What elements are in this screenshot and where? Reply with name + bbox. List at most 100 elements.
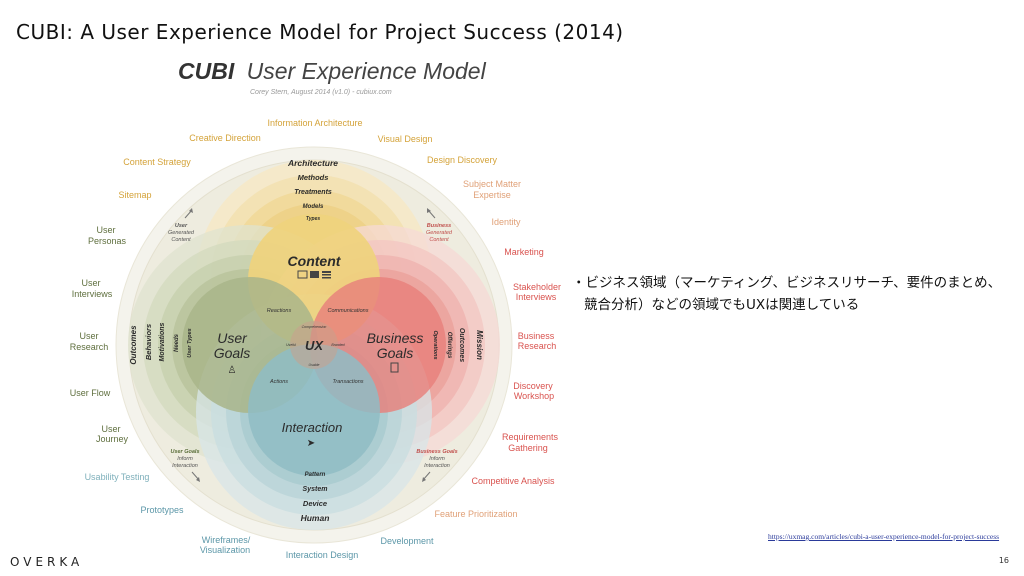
flow-business-generated: Business Generated Content [426, 208, 453, 243]
layer-device: Device [303, 499, 327, 508]
outer-user-flow: User Flow [70, 388, 111, 398]
diagram-heading: CUBI User Experience Model [178, 58, 487, 84]
layer-system: System [303, 486, 328, 493]
layer-offerings: Offerings [446, 332, 452, 359]
ux-center [290, 321, 338, 369]
outer-identity: Identity [491, 217, 521, 227]
outer-design-discovery: Design Discovery [427, 155, 498, 165]
content-icons [297, 270, 331, 279]
layer-human: Human [301, 513, 330, 523]
layer-mission: Mission [475, 330, 484, 360]
outer-wireframes-1: Wireframes/ [202, 535, 251, 545]
overlap-transactions: Transactions [332, 379, 363, 385]
flow-user-goals-inform: User Goals Inform Interaction [170, 449, 200, 482]
outer-usability-testing: Usability Testing [85, 472, 150, 482]
outer-business-research-1: Business [518, 331, 555, 341]
outer-creative-direction: Creative Direction [189, 133, 261, 143]
overlap-reactions: Reactions [267, 308, 292, 314]
ux-label: UX [305, 338, 324, 353]
outer-user-personas-2: Personas [88, 236, 127, 246]
cursor-icon: ➤ [307, 438, 315, 449]
outer-marketing: Marketing [504, 247, 544, 257]
outer-information-architecture: Information Architecture [267, 118, 362, 128]
source-link[interactable]: https://uxmag.com/articles/cubi-a-user-e… [768, 532, 1000, 541]
outer-competitive-analysis: Competitive Analysis [471, 476, 555, 486]
outer-user-personas-1: User [96, 225, 115, 235]
user-goals-label-2: Goals [214, 345, 251, 361]
overlap-useful: Useful [286, 343, 296, 347]
person-icon: ♙ [228, 365, 237, 376]
outer-subject-matter-2: Expertise [473, 190, 511, 200]
diagram-byline: Corey Stern, August 2014 (v1.0) - cubiux… [250, 89, 392, 96]
svg-text:Business Goals: Business Goals [416, 449, 457, 455]
bullet-line-2: 競合分析）などの領域でもUXは関連している [584, 297, 860, 313]
bullet-line-1: ・ビジネス領域（マーケティング、ビジネスリサーチ、要件のまとめ、 [572, 275, 1002, 291]
overlap-branded: Branded [331, 343, 345, 347]
outer-development: Development [380, 536, 434, 546]
svg-text:Generated: Generated [426, 230, 453, 236]
flow-user-generated: User Generated Content [168, 208, 195, 243]
outer-discovery-workshop-2: Workshop [514, 391, 554, 401]
overlap-actions: Actions [269, 379, 288, 385]
svg-text:Content: Content [429, 237, 449, 243]
outer-requirements-1: Requirements [502, 432, 559, 442]
svg-text:Inform: Inform [429, 456, 445, 462]
core-circles [182, 214, 446, 476]
layer-right-outcomes: Outcomes [458, 328, 465, 362]
layer-operations: Operations [432, 330, 438, 359]
outer-requirements-2: Gathering [508, 443, 548, 453]
outer-user-research-1: User [79, 331, 98, 341]
outer-stakeholder-1: Stakeholder [513, 282, 561, 292]
svg-text:User Goals: User Goals [170, 449, 199, 455]
layer-left-outcomes: Outcomes [129, 325, 138, 365]
content-label: Content [288, 253, 342, 269]
layer-architecture: Architecture [287, 158, 338, 168]
outer-stakeholder-2: Interviews [516, 292, 557, 302]
layer-models: Models [303, 204, 324, 210]
outer-business-research-2: Research [518, 341, 557, 351]
layer-behaviors: Behaviors [144, 324, 153, 360]
svg-text:Generated: Generated [168, 230, 195, 236]
layer-types: Types [306, 216, 320, 222]
outer-content-strategy: Content Strategy [123, 157, 191, 167]
outer-visual-design: Visual Design [378, 134, 433, 144]
brand-logo: OVERKA [10, 555, 84, 569]
outer-wireframes-2: Visualization [200, 545, 250, 555]
layer-methods: Methods [298, 173, 329, 182]
outer-user-interviews-2: Interviews [72, 289, 113, 299]
outer-interaction-design: Interaction Design [286, 550, 359, 560]
svg-text:User: User [175, 223, 188, 229]
user-goals-label-1: User [217, 330, 248, 346]
layer-user-types: User Types [187, 328, 193, 357]
svg-text:Business: Business [427, 223, 451, 229]
overlap-usable: Usable [309, 363, 320, 367]
business-goals-label-1: Business [367, 330, 424, 346]
svg-text:Interaction: Interaction [424, 463, 450, 469]
outer-discovery-workshop-1: Discovery [513, 381, 553, 391]
layer-motivations: Motivations [159, 322, 166, 361]
outer-user-journey-1: User [101, 424, 120, 434]
bullet-text: ・ビジネス領域（マーケティング、ビジネスリサーチ、要件のまとめ、 競合分析）など… [572, 272, 1012, 316]
slide-title: CUBI: A User Experience Model for Projec… [16, 20, 624, 44]
page-number: 16 [998, 556, 1009, 565]
interaction-label: Interaction [282, 420, 343, 435]
outer-user-journey-2: Journey [96, 434, 129, 444]
svg-text:Inform: Inform [177, 456, 193, 462]
business-goals-label-2: Goals [377, 345, 414, 361]
outer-prototypes: Prototypes [140, 505, 184, 515]
svg-text:Content: Content [171, 237, 191, 243]
layer-treatments: Treatments [294, 189, 332, 196]
overlap-comprehension: Comprehension [302, 325, 327, 329]
svg-text:Interaction: Interaction [172, 463, 198, 469]
flow-business-goals-inform: Business Goals Inform Interaction [416, 449, 458, 482]
outer-sitemap: Sitemap [118, 190, 151, 200]
overlap-communications: Communications [328, 308, 369, 314]
outer-user-interviews-1: User [81, 278, 100, 288]
interaction-circle [248, 344, 380, 476]
outer-subject-matter-1: Subject Matter [463, 179, 521, 189]
layer-needs: Needs [174, 333, 180, 352]
outer-feature-prioritization: Feature Prioritization [434, 509, 517, 519]
outer-user-research-2: Research [70, 342, 109, 352]
building-icon [390, 362, 399, 373]
